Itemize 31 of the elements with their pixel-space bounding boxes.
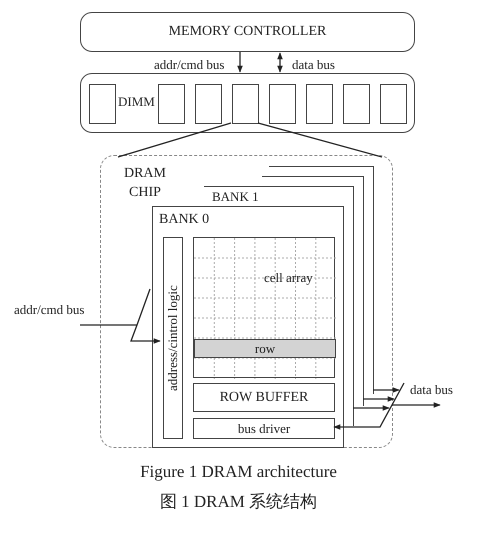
memory-chip [343, 84, 370, 124]
row-buffer: ROW BUFFER [193, 383, 335, 412]
figure-caption: Figure 1 DRAM architecture [139, 462, 338, 482]
arrow [237, 52, 243, 73]
memory-chip [232, 84, 259, 124]
arrow [363, 396, 395, 402]
arrow [333, 382, 441, 430]
memory-chip [158, 84, 185, 124]
memory-chip [269, 84, 296, 124]
connector-line [258, 122, 382, 158]
memory-chip [195, 84, 222, 124]
arrow [373, 387, 400, 393]
cell-array [193, 237, 335, 378]
arrow [353, 405, 390, 411]
dram-chip-outline [100, 155, 393, 448]
group-title: BANK 0 [159, 212, 210, 228]
arrow [277, 52, 283, 73]
memory-chip [380, 84, 407, 124]
bus-driver-block: bus driver [193, 418, 335, 439]
row-band: row [194, 339, 336, 358]
logic-block: address/cintrol logic [163, 237, 183, 439]
group-title: DRAM CHIP [122, 165, 167, 202]
dimm-module [80, 73, 415, 133]
cell-array-label: cell array [264, 270, 313, 286]
controller-box: MEMORY CONTROLLER [80, 12, 415, 52]
memory-chip [89, 84, 116, 124]
memory-chip [306, 84, 333, 124]
figure-caption: 图 1 DRAM 系统结构 [158, 491, 318, 513]
connector-line [118, 122, 232, 158]
bank-panel [152, 206, 344, 448]
arrow [79, 288, 161, 344]
